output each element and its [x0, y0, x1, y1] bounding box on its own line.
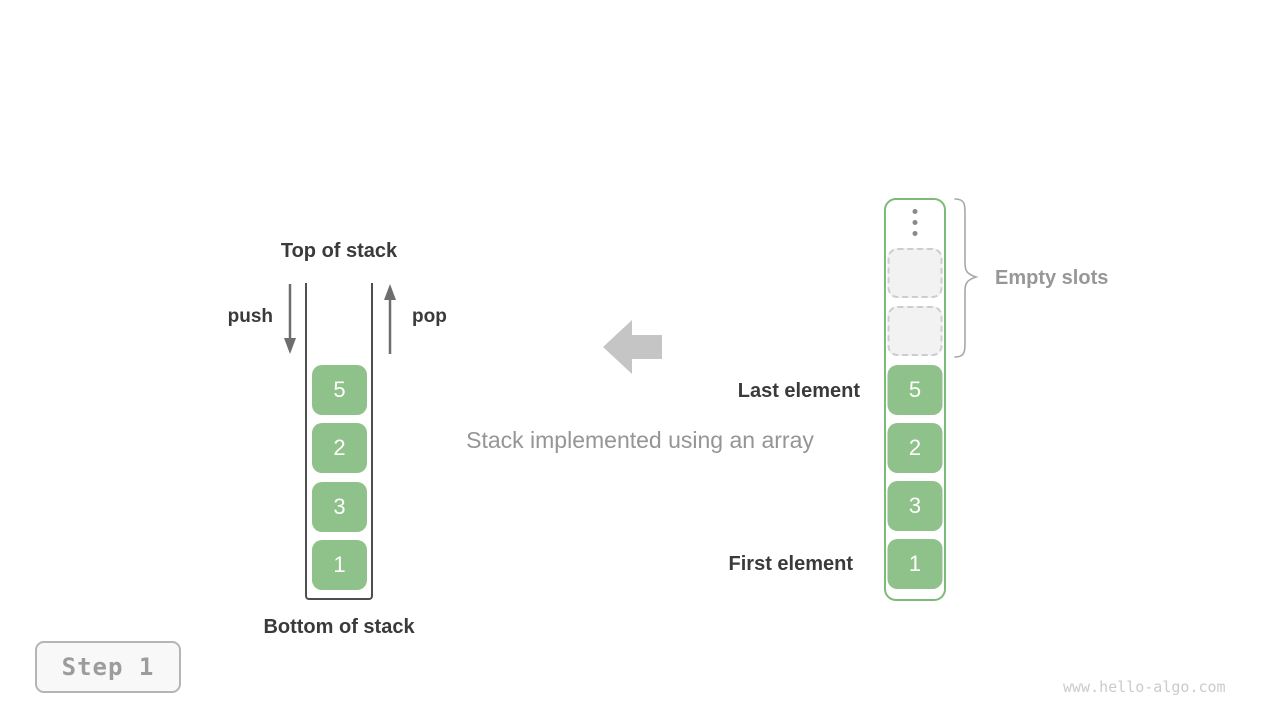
array-element: 3	[887, 481, 943, 532]
step-badge: Step 1	[35, 641, 181, 693]
empty-slots-label: Empty slots	[995, 267, 1109, 289]
array-elements: 5 2 3 1	[887, 364, 943, 590]
top-of-stack-label: Top of stack	[280, 240, 398, 262]
ellipsis-icon	[912, 209, 918, 236]
empty-slots-brace-icon	[954, 198, 979, 358]
stack-elements: 5 2 3 1	[312, 365, 367, 590]
pop-arrow-icon	[384, 284, 396, 354]
left-block-arrow-icon	[603, 320, 662, 374]
push-arrow-icon	[284, 284, 296, 354]
array-element: 5	[887, 364, 943, 415]
stack-element: 2	[312, 423, 367, 474]
array-element: 1	[887, 539, 943, 590]
pop-label: pop	[412, 306, 447, 327]
array-element: 2	[887, 422, 943, 473]
push-label: push	[227, 306, 273, 327]
array-container: 5 2 3 1	[884, 198, 946, 601]
diagram-caption: Stack implemented using an array	[466, 427, 814, 453]
bottom-of-stack-label: Bottom of stack	[263, 616, 415, 638]
array-empty-slots	[887, 248, 943, 357]
first-element-label: First element	[728, 553, 853, 575]
last-element-label: Last element	[737, 380, 860, 402]
stack-element: 3	[312, 481, 367, 532]
stack-element: 1	[312, 539, 367, 590]
empty-slot	[887, 248, 943, 298]
empty-slot	[887, 306, 943, 357]
watermark: www.hello-algo.com	[1063, 678, 1226, 696]
stack-element: 5	[312, 365, 367, 415]
